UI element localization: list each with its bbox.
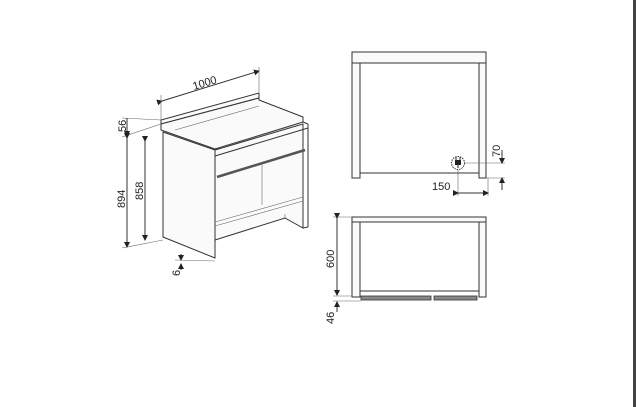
window-edge-bar: [633, 0, 636, 407]
top-view: 600 46: [325, 213, 487, 324]
total-height-label: 894: [116, 190, 128, 208]
power-plug-icon: [451, 156, 465, 170]
isometric-view: [160, 92, 309, 259]
width-label: 1000: [191, 74, 218, 93]
handle-depth-label: 46: [325, 312, 337, 324]
oven-handle: [216, 148, 306, 179]
foot-gap-label: 6: [171, 270, 183, 276]
depth-label: 600: [325, 250, 337, 268]
back-view: 70 150: [351, 51, 505, 196]
backsplash-height-label: 56: [117, 120, 129, 132]
height-dimensions: 56 894 858 6: [116, 117, 216, 276]
handle-right: [433, 295, 478, 301]
worktop-height-label: 858: [134, 182, 146, 200]
socket-offset-label: 150: [432, 181, 450, 193]
handle-left: [360, 295, 432, 301]
socket-height-label: 70: [491, 145, 503, 157]
